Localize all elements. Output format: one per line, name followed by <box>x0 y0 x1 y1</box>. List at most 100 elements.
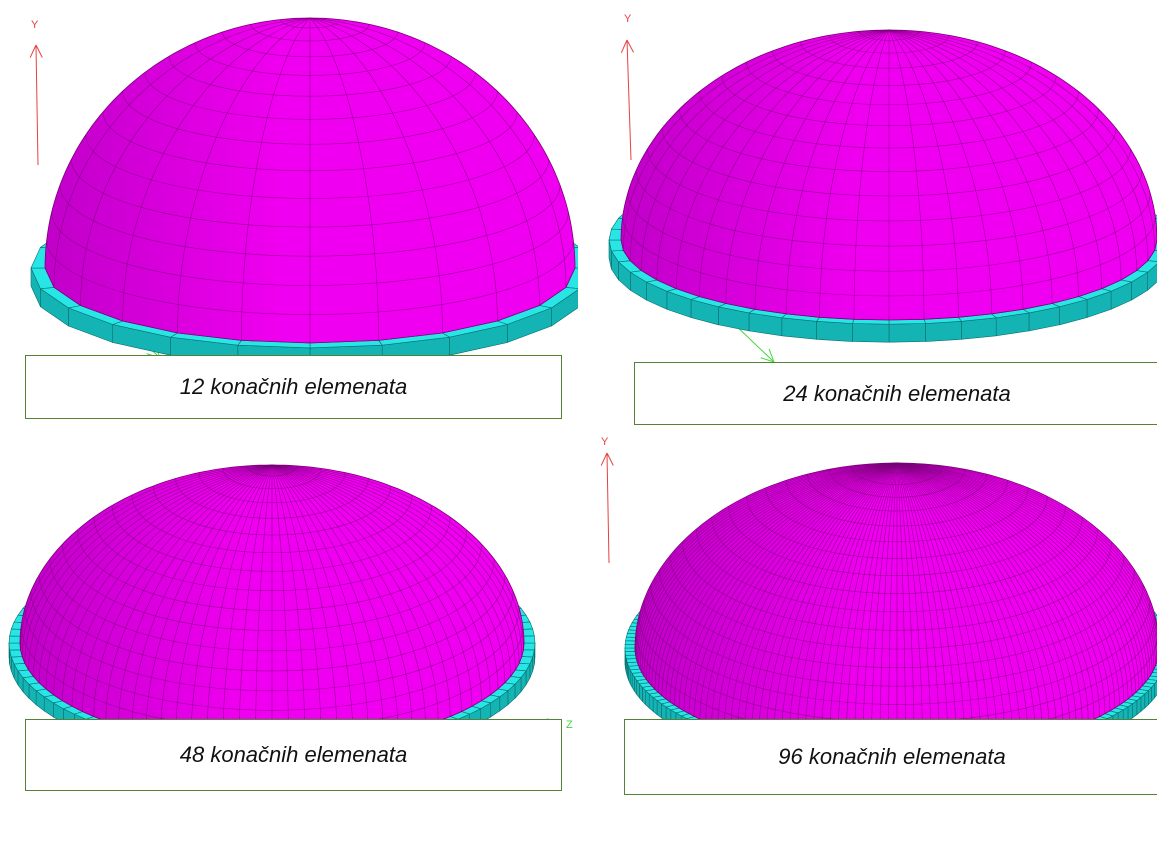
mesh-meridian-line <box>623 29 890 251</box>
mesh-meridian-line <box>271 464 506 683</box>
mesh-meridian-line <box>820 462 898 752</box>
ring-segment-back <box>523 635 536 644</box>
ring-segment-top <box>523 642 536 651</box>
axis-label: Y <box>601 436 609 448</box>
mesh-meridian-line <box>888 29 959 318</box>
mesh-meridian-line <box>896 462 1155 670</box>
mesh-meridian-line <box>271 464 338 744</box>
axis-label: Z <box>566 719 573 731</box>
mesh-meridian-line <box>271 464 384 737</box>
mesh-meridian-line <box>53 17 311 288</box>
mesh-meridian-line <box>145 464 273 734</box>
axis-line <box>626 39 632 161</box>
caption-48-elements: 48 konačnih elemenata <box>25 719 562 791</box>
ring-segment-top <box>625 654 637 660</box>
mesh-meridian-line <box>896 462 1029 742</box>
dome-shell <box>44 17 576 344</box>
mesh-meridian-line <box>896 462 1077 727</box>
mesh-meridian-line <box>888 462 898 756</box>
mesh-meridian-line <box>222 464 273 746</box>
mesh-meridian-line <box>896 462 1089 722</box>
mesh-meridian-line <box>730 462 898 732</box>
mesh-meridian-line <box>879 462 898 756</box>
mesh-meridian-line <box>896 462 1006 747</box>
mesh-meridian-line <box>896 462 1157 632</box>
mesh-meridian-line <box>896 462 1133 696</box>
mesh-meridian-line <box>896 462 1021 744</box>
mesh-meridian-line <box>845 462 898 754</box>
mesh-meridian-line <box>651 462 898 687</box>
mesh-meridian-line <box>271 464 520 664</box>
mesh-meridian-line <box>853 29 890 320</box>
axis-arrowhead <box>606 452 614 466</box>
mesh-meridian-line <box>896 462 1064 732</box>
mesh-meridian-line <box>62 464 273 701</box>
mesh-meridian-line <box>641 29 890 271</box>
mesh-meridian-line <box>896 462 982 751</box>
mesh-meridian-line <box>896 462 932 756</box>
mesh-meridian-line <box>725 29 890 304</box>
mesh-meridian-line <box>788 462 898 747</box>
mesh-meridian-line <box>309 17 379 341</box>
dome-model-24: Y <box>608 13 1157 363</box>
mesh-meridian-line <box>854 462 898 755</box>
mesh-meridian-line <box>717 462 898 727</box>
mesh-meridian-line <box>160 464 273 737</box>
mesh-meridian-line <box>896 462 998 748</box>
mesh-meridian-line <box>896 462 1057 734</box>
axis-arrowhead <box>600 452 608 466</box>
mesh-meridian-line <box>271 464 511 677</box>
caption-text: 24 konačnih elemenata <box>783 380 1011 406</box>
caption-text: 96 konačnih elemenata <box>778 744 1006 769</box>
mesh-meridian-line <box>271 464 413 730</box>
dome-shell <box>620 29 1157 321</box>
mesh-meridian-line <box>190 464 273 742</box>
mesh-meridian-line <box>271 464 426 726</box>
mesh-meridian-line <box>122 17 311 322</box>
ring-segment-back <box>624 640 636 645</box>
axis-arrowhead <box>626 39 634 53</box>
mesh-meridian-line <box>118 464 273 726</box>
mesh-meridian-line <box>661 462 898 696</box>
mesh-meridian-line <box>896 462 957 754</box>
mesh-meridian-line <box>796 462 898 748</box>
mesh-meridian-line <box>888 29 1155 251</box>
mesh-meridian-line <box>658 462 898 693</box>
mesh-meridian-line <box>862 462 898 756</box>
mesh-meridian-line <box>45 464 273 690</box>
mesh-meridian-line <box>896 462 1116 709</box>
mesh-meridian-line <box>896 462 1151 677</box>
mesh-meridian-line <box>271 464 439 722</box>
axis-line <box>606 452 610 564</box>
ring-segment-top <box>624 647 636 652</box>
mesh-meridian-line <box>896 462 1050 736</box>
mesh-meridian-line <box>71 464 273 707</box>
ring-segment-side <box>925 320 962 342</box>
mesh-meridian-line <box>711 462 898 725</box>
mesh-meridian-line <box>888 29 1079 297</box>
mesh-meridian-line <box>271 464 451 717</box>
mesh-meridian-line <box>271 464 322 746</box>
mesh-meridian-line <box>896 462 974 752</box>
mesh-meridian-line <box>896 462 940 755</box>
caption-24-elements: 24 konačnih elemenata <box>634 362 1157 425</box>
axis-arrowhead <box>35 44 43 58</box>
ring-segment-back <box>8 635 21 644</box>
ring-segment-top <box>8 642 21 651</box>
mesh-meridian-line <box>694 462 898 717</box>
mesh-meridian-line <box>896 462 1036 740</box>
axis-line <box>35 44 39 166</box>
caption-96-elements: 96 konačnih elemenata <box>624 719 1157 795</box>
mesh-meridian-line <box>21 464 273 657</box>
mesh-meridian-line <box>896 462 1120 706</box>
axis-label: Y <box>31 19 39 31</box>
mesh-meridian-line <box>309 17 443 334</box>
mesh-meridian-line <box>271 464 462 712</box>
dome-shell <box>19 464 525 748</box>
ring-segment-top <box>625 658 638 663</box>
mesh-meridian-line <box>888 29 1024 310</box>
mesh-meridian-line <box>271 464 473 707</box>
mesh-meridian-line <box>896 462 906 756</box>
mesh-meridian-line <box>641 462 898 673</box>
mesh-meridian-line <box>828 462 898 753</box>
